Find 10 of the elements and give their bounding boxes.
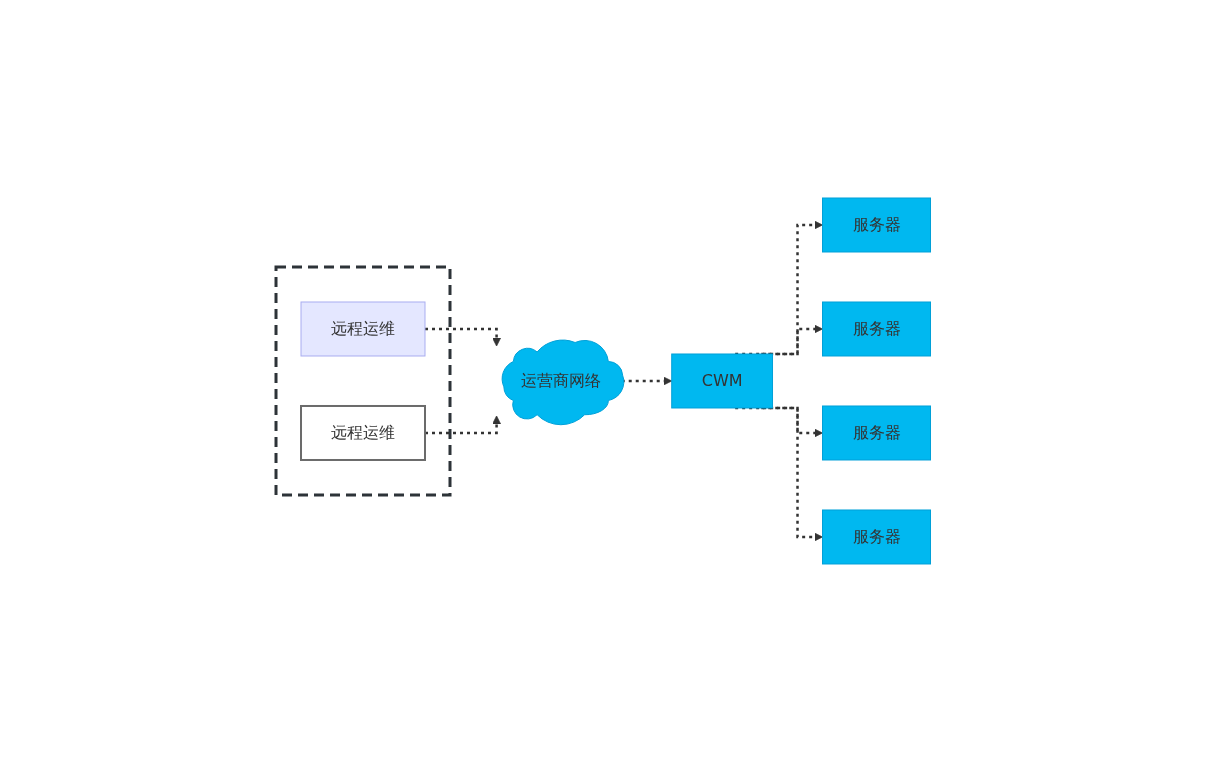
node-box: 服务器 (821, 301, 931, 357)
node-box: 服务器 (821, 509, 931, 565)
node-box: 服务器 (821, 197, 931, 253)
arrow (424, 327, 501, 347)
node-box: 服务器 (821, 405, 931, 461)
node-box: 远程运维 (299, 405, 426, 461)
cluster (274, 265, 452, 497)
node-box: CWM (670, 353, 773, 409)
arrow (424, 415, 501, 435)
node-box: 远程运维 (300, 301, 426, 357)
